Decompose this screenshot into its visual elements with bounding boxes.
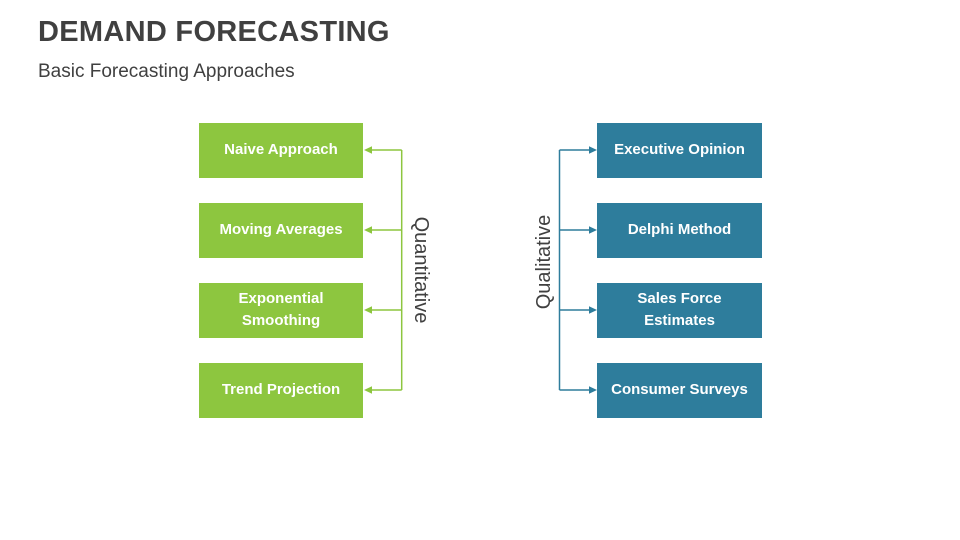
box-label: Executive Opinion — [614, 141, 745, 159]
arrow-left-icon — [364, 306, 372, 314]
quantitative-box-trend-projection: Trend Projection — [199, 362, 363, 418]
arrow-right-icon — [589, 306, 597, 314]
quantitative-box-moving-averages: Moving Averages — [199, 202, 363, 258]
box-label: Trend Projection — [221, 381, 341, 399]
arrow-left-icon — [364, 226, 372, 234]
arrow-right-icon — [589, 226, 597, 234]
qualitative-box-sales-force-estimates: Sales Force Estimates — [597, 282, 762, 338]
arrow-left-icon — [364, 146, 372, 154]
quantitative-category-label: Quantitative — [410, 216, 432, 324]
slide-subtitle: Basic Forecasting Approaches — [38, 61, 295, 82]
qualitative-connector-arrows — [558, 146, 597, 394]
box-label: Delphi Method — [627, 221, 732, 239]
qualitative-box-delphi-method: Delphi Method — [597, 202, 762, 258]
qualitative-box-consumer-surveys: Consumer Surveys — [597, 362, 762, 418]
arrow-right-icon — [589, 386, 597, 394]
quantitative-box-naive-approach: Naive Approach — [199, 122, 363, 178]
box-label: Sales Force Estimates — [637, 290, 722, 329]
box-label: Naive Approach — [224, 141, 338, 159]
quantitative-connector-arrows — [364, 146, 403, 394]
box-label: Exponential Smoothing — [238, 290, 324, 329]
quantitative-box-exponential-smoothing: Exponential Smoothing — [199, 282, 363, 338]
arrow-right-icon — [589, 146, 597, 154]
box-label: Consumer Surveys — [611, 381, 748, 399]
box-label: Moving Averages — [219, 221, 343, 239]
arrow-left-icon — [364, 386, 372, 394]
qualitative-box-executive-opinion: Executive Opinion — [597, 122, 762, 178]
slide-title: DEMAND FORECASTING — [38, 16, 390, 48]
qualitative-category-label: Qualitative — [533, 214, 555, 310]
